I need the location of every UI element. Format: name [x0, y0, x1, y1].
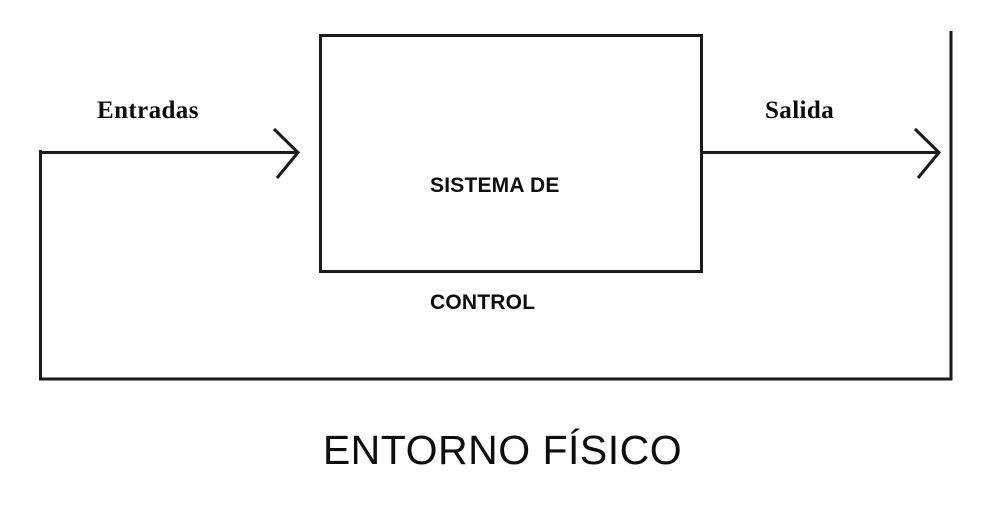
control-system-block-label: SISTEMA DE CONTROL [430, 88, 560, 400]
output-arrow-head-icon [913, 127, 942, 179]
control-system-block [319, 34, 703, 273]
input-signal-label: Entradas [97, 97, 199, 124]
environment-feedback-loop [39, 31, 953, 381]
diagram-caption: ENTORNO FÍSICO [322, 427, 683, 473]
block-label-line-2: CONTROL [430, 291, 536, 314]
input-arrow-head-icon [272, 127, 301, 179]
output-signal-arrow [701, 127, 942, 179]
input-signal-arrow [39, 127, 301, 179]
block-label-line-1: SISTEMA DE [430, 174, 560, 197]
output-signal-label: Salida [765, 97, 835, 124]
